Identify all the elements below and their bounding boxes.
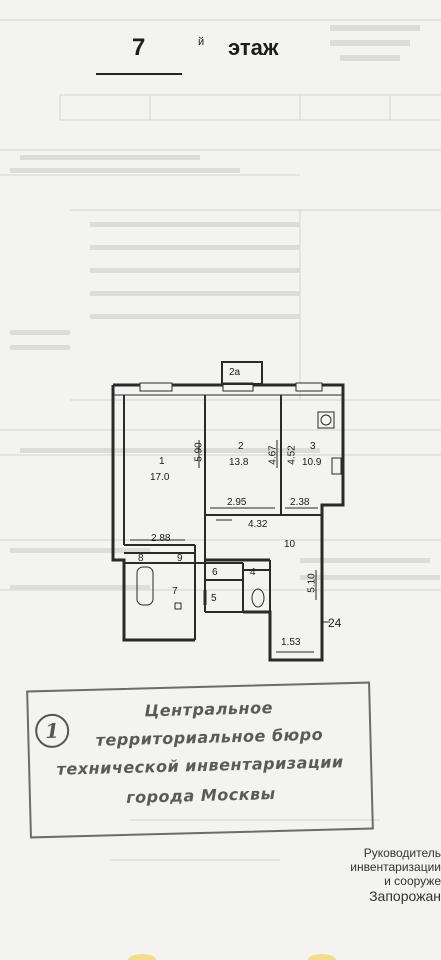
signature-line: и сооруже <box>384 874 441 888</box>
dimension-label: 2.88 <box>151 533 171 544</box>
room-number: 9 <box>177 553 183 564</box>
room-number: 8 <box>138 553 144 564</box>
balcony-bay <box>221 361 263 385</box>
signature-block: Руководитель инвентаризации и сооруже За… <box>301 846 441 904</box>
room-number: 1 <box>159 456 165 467</box>
dimension-label: 5.90 <box>193 442 205 462</box>
fixtures <box>136 411 342 610</box>
room-area: 13.8 <box>229 457 249 468</box>
windows <box>139 382 323 392</box>
room-area: 10.9 <box>302 457 322 468</box>
bti-stamp: 1 Центральное территориальное бюро техни… <box>26 681 374 839</box>
floor-number: 7 <box>132 34 146 61</box>
dimension-label: 4.32 <box>248 519 268 530</box>
room-number: 2а <box>229 367 241 378</box>
outer-walls <box>111 383 345 662</box>
dimension-label: 1.53 <box>281 637 301 648</box>
dimension-label: 4.67 <box>267 445 279 465</box>
inner-walls <box>123 395 322 640</box>
dimension-label: 2.95 <box>227 497 247 508</box>
edge-marks <box>128 954 336 960</box>
dimension-label: 5.10 <box>306 573 318 593</box>
dimension-label: 2.38 <box>290 497 310 508</box>
dimension-label: 4.52 <box>286 445 298 465</box>
room-area: 17.0 <box>150 472 170 483</box>
axis-marker: 24 <box>328 616 342 630</box>
floor-label: этаж <box>228 35 279 60</box>
stamp-line: города Москвы <box>125 784 276 807</box>
stamp-line: территориальное бюро <box>95 724 324 750</box>
floor-number-suffix: й <box>198 36 205 48</box>
room-number: 5 <box>211 593 217 604</box>
room-number: 2 <box>238 441 244 452</box>
room-number: 10 <box>284 539 296 550</box>
signature-line: инвентаризации <box>350 860 441 874</box>
signature-line: Запорожан <box>369 888 441 904</box>
room-number: 7 <box>172 586 178 597</box>
stamp-line: Центральное <box>144 698 274 721</box>
floor-underline <box>96 73 182 75</box>
room-number: 3 <box>310 441 316 452</box>
signature-line: Руководитель <box>363 846 441 860</box>
room-number: 4 <box>250 567 256 578</box>
stamp-line: технической инвентаризации <box>56 752 344 779</box>
room-number: 6 <box>212 567 218 578</box>
dimension-ticks <box>130 440 330 653</box>
